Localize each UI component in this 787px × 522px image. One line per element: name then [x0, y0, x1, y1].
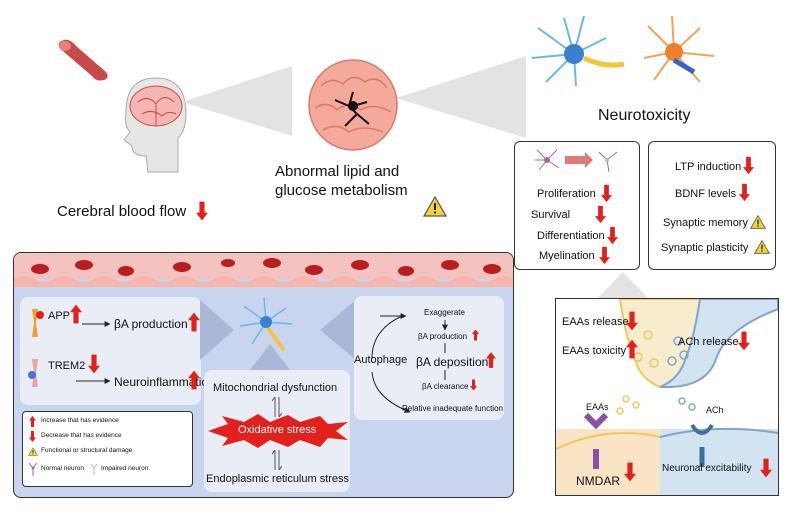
- legend-damage: Functional or structural damage: [41, 447, 133, 454]
- neuroinflammation-label: Neuroinflammation: [114, 375, 215, 389]
- funnel-shape: [320, 300, 356, 360]
- neuron-impair-icon: [535, 149, 618, 173]
- legend-box: Increase that has evidence Decrease that…: [22, 411, 193, 487]
- normal-neuron-icon: [28, 462, 38, 476]
- app-chromosome-icon: [32, 309, 44, 337]
- mito-label: Mitochondrial dysfunction: [213, 382, 338, 394]
- app-label: APP: [48, 310, 71, 322]
- neurotoxicity-title: Neurotoxicity: [598, 107, 691, 124]
- trem2-chromosome-icon: [28, 359, 38, 387]
- oxidative-stress-label: Oxidative stress: [238, 424, 317, 436]
- eaas-toxicity-label: EAAs toxicity: [562, 345, 627, 357]
- brain-icon: [308, 59, 398, 151]
- exaggerate-label: Exaggerate: [424, 308, 465, 317]
- legend-normal-neuron: Normal neuron: [41, 465, 84, 472]
- synaptic-function-box: LTP induction BDNF levels Synaptic memor…: [648, 141, 776, 270]
- head-brain-icon: [123, 77, 187, 173]
- ach-label: ACh: [706, 405, 724, 415]
- cerebral-blood-flow-label: Cerebral blood flow: [57, 203, 187, 220]
- synapse-illustration: [556, 299, 778, 495]
- ba-clearance-label: βA clearance: [422, 382, 469, 391]
- synapse-panel: EAAs release EAAs toxicity ACh release E…: [555, 298, 779, 496]
- legend-decrease: Decrease that has evidence: [41, 432, 122, 439]
- gene-panel: APP βA production TREM2 Neuroinflammatio…: [20, 297, 215, 405]
- decrease-arrow-icon: [196, 201, 208, 221]
- neuron-development-box: Proliferation Survival Differentiation M…: [514, 141, 640, 270]
- funnel-shape: [594, 272, 652, 302]
- funnel-shape: [250, 344, 290, 370]
- legend-increase: Increase that has evidence: [41, 417, 119, 424]
- eaas-label: EAAs: [586, 402, 609, 412]
- bdnf-label: BDNF levels: [675, 188, 737, 200]
- ba-production-small: βA production: [418, 332, 468, 341]
- neuron-icon: [239, 297, 293, 352]
- autophage-label: Autophage: [354, 354, 408, 366]
- impaired-neuron-icon: [90, 463, 98, 475]
- ach-release-label: ACh release: [678, 336, 739, 348]
- legend-impaired-neuron: Impaired neuron: [101, 465, 149, 472]
- oxidative-stress-burst: [208, 414, 348, 448]
- nmdar-label: NMDAR: [576, 474, 620, 488]
- er-stress-label: Endoplasmic reticulum stress: [206, 473, 350, 485]
- metabolism-label-2: glucose metabolism: [275, 182, 408, 199]
- trem2-label: TREM2: [48, 360, 86, 372]
- stress-panel: Mitochondrial dysfunction Oxidative stre…: [204, 370, 350, 492]
- neuronal-excitability-label: Neuronal excitability: [662, 463, 752, 474]
- myelination-label: Myelination: [539, 250, 595, 262]
- eaas-release-label: EAAs release: [562, 316, 629, 328]
- funnel-shape: [200, 300, 234, 360]
- relative-inadequate-label: Relative inadequate function: [402, 404, 503, 413]
- synaptic-memory-label: Synaptic memory: [663, 217, 748, 229]
- ba-deposition-label: βA deposition: [416, 355, 489, 369]
- survival-label: Survival: [531, 209, 571, 221]
- vessel-wall: [14, 253, 513, 287]
- blood-vessel-icon: [58, 39, 108, 81]
- proliferation-label: Proliferation: [537, 188, 596, 200]
- neurons-icon: [531, 15, 715, 87]
- funnel-shape: [396, 56, 526, 138]
- funnel-shape: [182, 66, 292, 136]
- metabolism-label-1: Abnormal lipid and: [275, 163, 400, 180]
- autophagy-panel: Autophage Exaggerate βA production βA de…: [354, 296, 504, 420]
- synaptic-plasticity-label: Synaptic plasticity: [661, 242, 749, 254]
- ba-production-label: βA production: [114, 317, 188, 331]
- warning-icon: [423, 196, 447, 217]
- differentiation-label: Differentiation: [537, 230, 605, 242]
- ltp-label: LTP induction: [675, 161, 742, 173]
- autophagy-arrows: [371, 313, 411, 413]
